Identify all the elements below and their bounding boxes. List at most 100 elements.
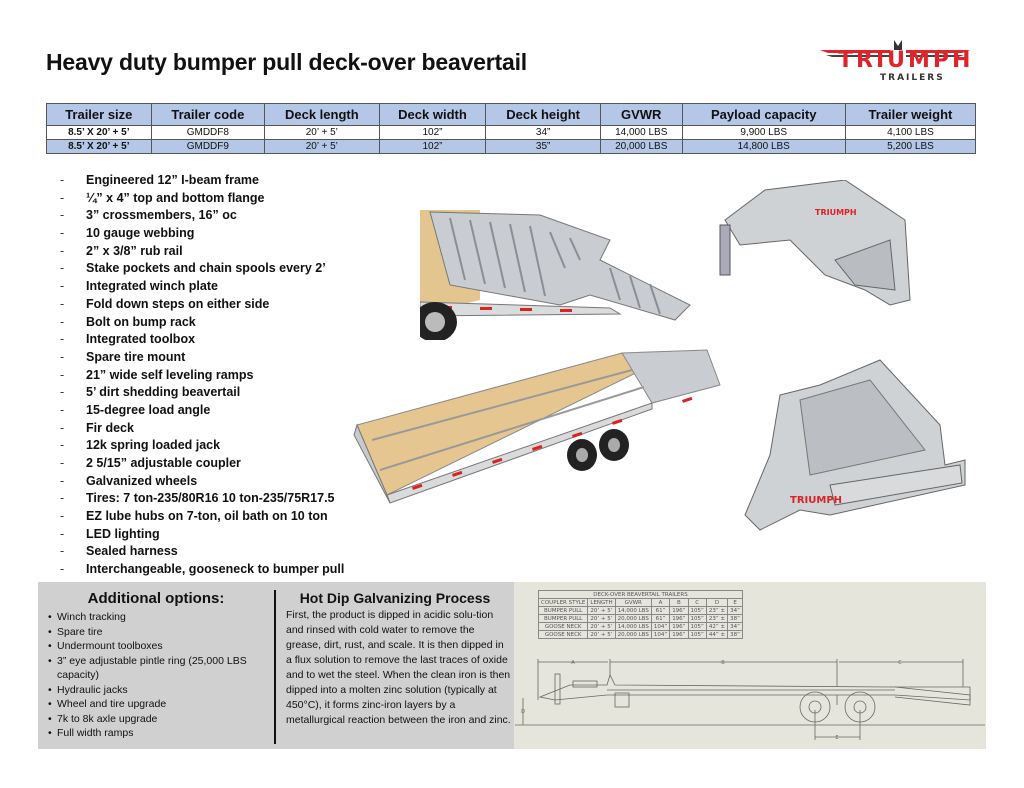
dash-bullet-icon: -	[60, 208, 65, 223]
feature-item: -2 5/15” adjustable coupler	[60, 455, 344, 473]
dimensions-cell: 105”	[687, 622, 707, 631]
feature-text: LED lighting	[86, 526, 160, 541]
dimensions-cell: GOOSE NECK	[537, 622, 589, 631]
galvanizing-title: Hot Dip Galvanizing Process	[299, 590, 491, 606]
feature-item: - ¼” x 4” top and bottom flange	[60, 190, 344, 208]
dimensions-header: D	[705, 598, 729, 607]
dim-label-d: D	[521, 709, 525, 715]
dash-bullet-icon: -	[60, 562, 65, 577]
feature-text: Spare tire mount	[86, 349, 186, 364]
feature-item: -Interchangeable, gooseneck to bumper pu…	[60, 561, 344, 579]
feature-item: -3” crossmembers, 16” oc	[60, 207, 344, 225]
feature-text: ¼” x 4” top and bottom flange	[86, 190, 265, 205]
specs-cell: 5,200 LBS	[844, 139, 977, 154]
feature-item: - Tires: 7 ton-235/80R16 10 ton-235/75R17…	[60, 490, 344, 508]
feature-text: Integrated toolbox	[86, 332, 196, 347]
feature-item: - Integrated toolbox	[60, 331, 344, 349]
specs-header: Trailer weight	[844, 103, 977, 126]
feature-item: -Sealed harness	[60, 543, 344, 561]
dimensions-cell: 196”	[669, 614, 689, 623]
feature-item: -EZ lube hubs on 7-ton, oil bath on 10 t…	[60, 508, 344, 526]
dimensions-cell: 61”	[650, 614, 671, 623]
feature-item: - 2” x 3/8” rub rail	[60, 243, 344, 261]
dash-bullet-icon: -	[60, 314, 65, 329]
dimensions-cell: BUMPER PULL	[537, 606, 589, 615]
feature-text: 12k spring loaded jack	[86, 438, 221, 453]
dash-bullet-icon: -	[60, 544, 65, 559]
dim-label-c: C	[898, 660, 902, 666]
dimensions-cell: 34”	[727, 622, 743, 631]
specs-cell: 20’ + 5’	[264, 139, 380, 154]
trailer-side-drawing: A B C D E	[515, 659, 985, 741]
feature-item: - 15-degree load angle	[60, 402, 344, 420]
feature-item: -Galvanized wheels	[60, 473, 344, 491]
dimensions-cell: 23” ±	[705, 614, 729, 623]
logo-sub: TRAILERS	[880, 73, 945, 83]
dimensions-cell: 23” ±	[705, 606, 729, 615]
option-item: 3” eye adjustable pintle ring (25,000 LB…	[48, 654, 270, 683]
dash-bullet-icon: -	[60, 226, 65, 241]
feature-item: - Engineered 12” I-beam frame	[60, 172, 344, 190]
specs-header: Deck height	[485, 103, 601, 126]
dash-bullet-icon: -	[60, 385, 65, 400]
tongue-logo-text: TRIUMPH	[790, 495, 842, 506]
dash-bullet-icon: -	[60, 402, 65, 417]
dash-bullet-icon: -	[60, 261, 65, 276]
bumper-pull-tongue-image: TRIUMPH	[740, 355, 970, 535]
full-trailer-image	[352, 345, 722, 510]
feature-text: 2 5/15” adjustable coupler	[86, 456, 241, 470]
specs-cell: GMDDF8	[150, 125, 266, 140]
specs-header: Trailer size	[46, 103, 152, 126]
gooseneck-logo-text: TRIUMPH	[815, 208, 857, 217]
dimensions-cell: 14,000 LBS	[614, 622, 652, 631]
specs-header: Deck length	[264, 103, 380, 126]
specs-cell: 8.5’ X 20’ + 5’	[46, 139, 152, 154]
dimensions-header: C	[687, 598, 707, 607]
dim-label-a: A	[571, 660, 575, 666]
dash-bullet-icon: -	[60, 420, 65, 435]
feature-text: 21” wide self leveling ramps	[86, 367, 254, 382]
galvanizing-body: First, the product is dipped in acidic s…	[286, 609, 511, 726]
feature-text: Tires: 7 ton-235/80R16 10 ton-235/75R17.…	[86, 491, 335, 506]
feature-item: -Fold down steps on either side	[60, 296, 344, 314]
option-item: Winch tracking	[48, 610, 270, 625]
specs-row: 8.5’ X 20’ + 5’ GMDDF8 20’ + 5’ 102” 34”…	[46, 125, 977, 140]
feature-text: 15-degree load angle	[86, 402, 211, 417]
feature-text: 2” x 3/8” rub rail	[86, 243, 183, 258]
specs-row: 8.5’ X 20’ + 5’ GMDDF9 20’ + 5’ 102” 35”…	[46, 139, 977, 154]
specs-cell: 14,800 LBS	[681, 139, 846, 154]
dimensions-table-title: DECK-OVER BEAVERTAIL TRAILERS	[538, 590, 743, 599]
feature-item: -Bolt on bump rack	[60, 314, 344, 332]
specs-cell: 20,000 LBS	[599, 139, 683, 154]
dash-bullet-icon: -	[60, 190, 65, 205]
dimensions-header: B	[669, 598, 689, 607]
specs-cell: 9,900 LBS	[681, 125, 846, 140]
feature-text: Fir deck	[86, 420, 134, 435]
feature-item: - 21” wide self leveling ramps	[60, 367, 344, 385]
specs-cell: 102”	[378, 125, 487, 140]
feature-item: -LED lighting	[60, 526, 344, 544]
dimensions-header: GVWR	[614, 598, 652, 607]
dimensions-cell: 44” ±	[705, 630, 729, 639]
dash-bullet-icon: -	[60, 243, 65, 258]
dimensions-cell: 61”	[650, 606, 671, 615]
dimensions-cell: 20’ + 5’	[587, 614, 616, 623]
dash-bullet-icon: -	[60, 367, 65, 382]
feature-text: 5’ dirt shedding beavertail	[86, 385, 241, 400]
dimensions-cell: BUMPER PULL	[537, 614, 589, 623]
dash-bullet-icon: -	[60, 491, 65, 506]
feature-text: Galvanized wheels	[86, 473, 198, 488]
feature-text: Engineered 12” I-beam frame	[86, 173, 259, 187]
dimensions-table: DECK-OVER BEAVERTAIL TRAILERS COUPLER ST…	[537, 590, 743, 639]
dimensions-cell: 42” ±	[705, 622, 729, 631]
specs-header: GVWR	[599, 103, 683, 126]
dimensions-cell: 196”	[669, 630, 689, 639]
feature-item: -10 gauge webbing	[60, 225, 344, 243]
dimensions-header: COUPLER STYLE	[537, 598, 589, 607]
dash-bullet-icon: -	[60, 173, 65, 187]
dash-bullet-icon: -	[60, 332, 65, 347]
feature-text: Stake pockets and chain spools every 2’	[86, 261, 326, 276]
